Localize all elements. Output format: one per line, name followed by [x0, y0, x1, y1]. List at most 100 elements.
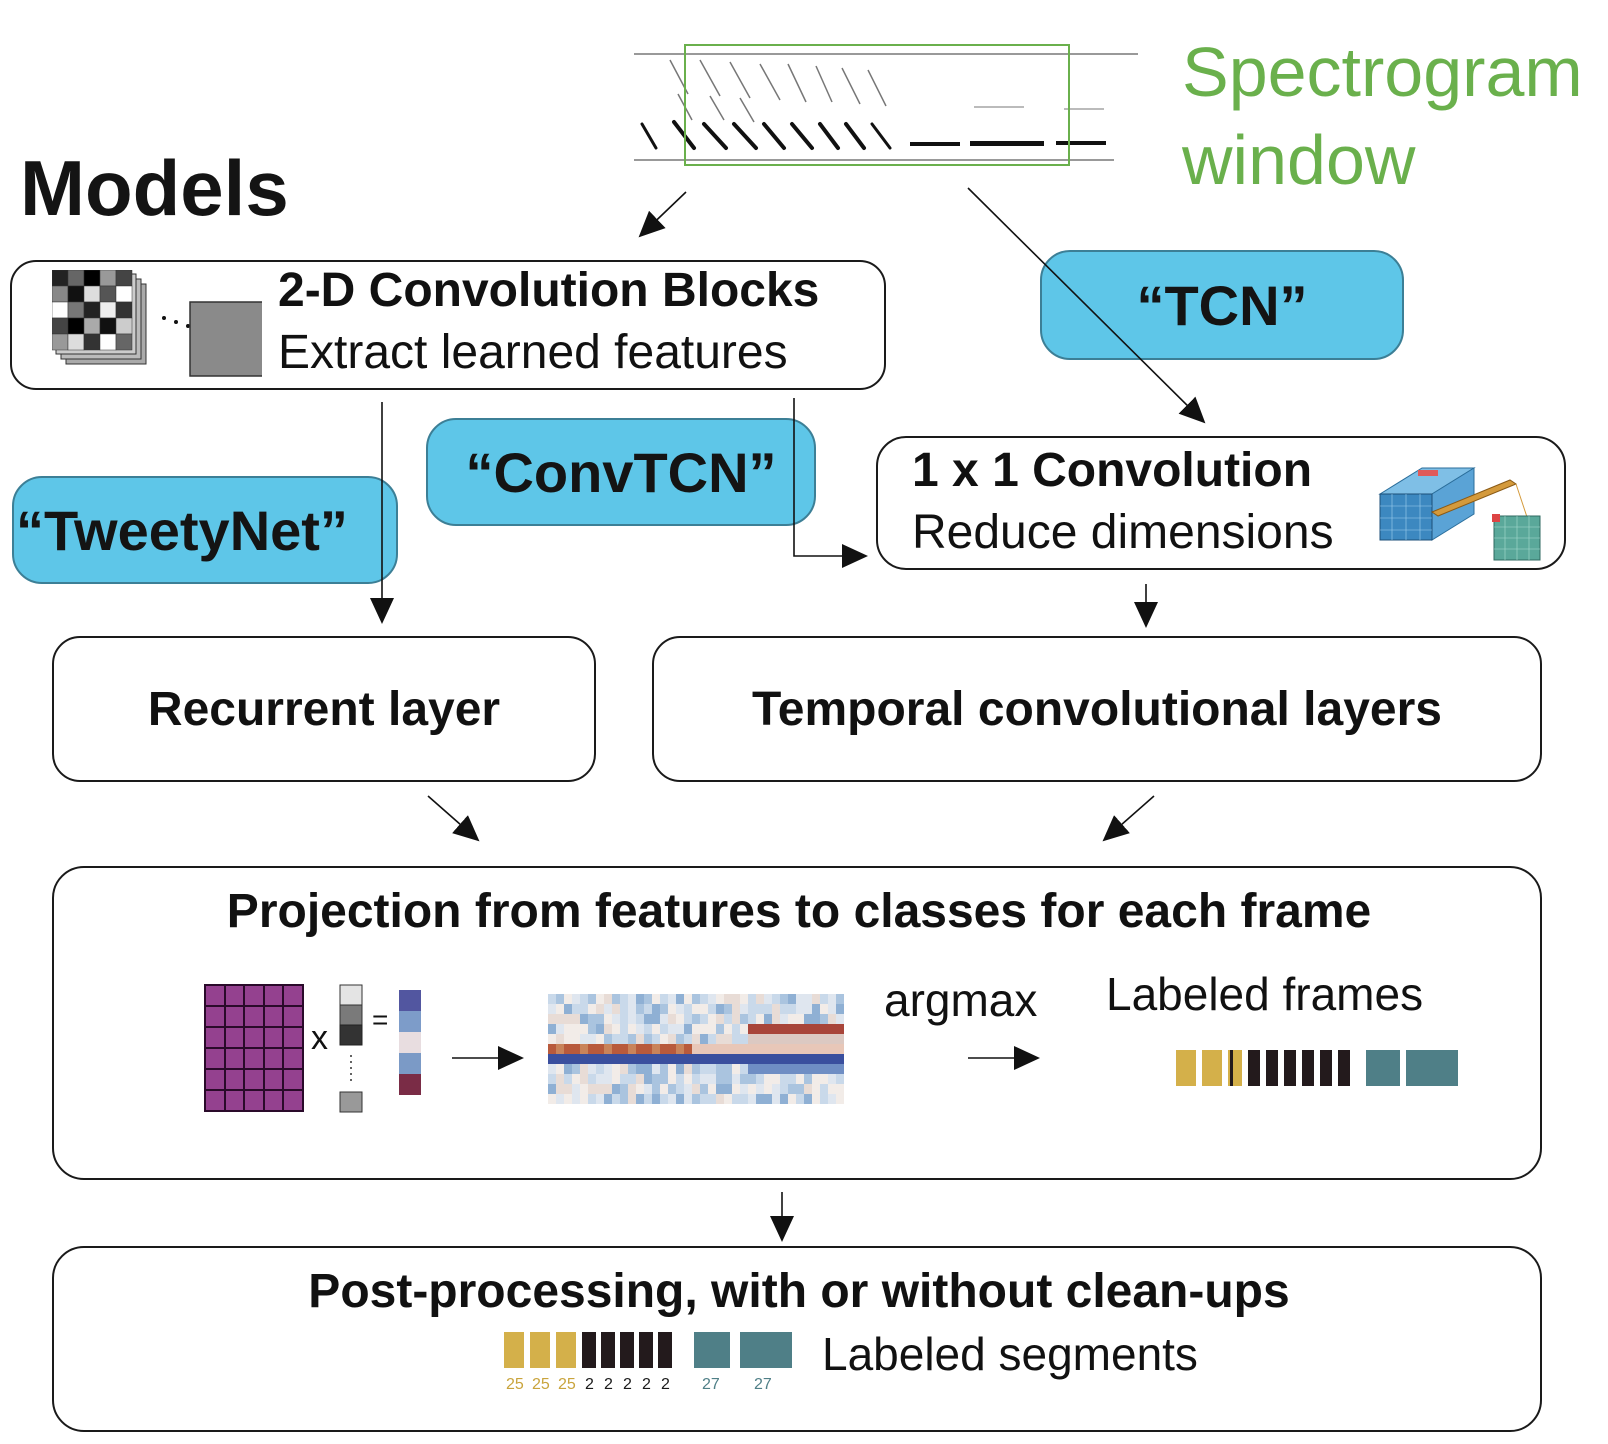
heatmap-cell: [636, 994, 645, 1005]
labeled-segments-bar: [504, 1332, 794, 1372]
heatmap-cell: [756, 1074, 765, 1085]
heatmap-cell: [708, 1094, 717, 1105]
heatmap-cell: [788, 1064, 797, 1075]
heatmap-cell: [636, 1054, 645, 1065]
recurrent-layer-box: Recurrent layer: [52, 636, 596, 782]
heatmap-cell: [756, 994, 765, 1005]
heatmap-cell: [836, 1034, 845, 1045]
heatmap-cell: [604, 1004, 613, 1015]
heatmap-cell: [564, 1044, 573, 1055]
tweetynet-label: “TweetyNet”: [12, 476, 398, 584]
heatmap-cell: [572, 1034, 581, 1045]
conv2d-box: 2-D Convolution Blocks Extract learned f…: [10, 260, 886, 390]
heatmap-cell: [692, 1074, 701, 1085]
heatmap-cell: [612, 994, 621, 1005]
heatmap-cell: [604, 1024, 613, 1035]
heatmap-cell: [732, 1034, 741, 1045]
heatmap-cell: [564, 994, 573, 1005]
heatmap-cell: [716, 1074, 725, 1085]
heatmap-cell: [556, 1074, 565, 1085]
heatmap-cell: [748, 1044, 757, 1055]
heatmap-cell: [580, 1054, 589, 1065]
heatmap-cell: [724, 1044, 733, 1055]
heatmap-cell: [724, 1054, 733, 1065]
segment-label: 2: [642, 1376, 651, 1393]
heatmap-cell: [740, 1044, 749, 1055]
heatmap-cell: [676, 1094, 685, 1105]
heatmap-cell: [828, 1014, 837, 1025]
heatmap-cell: [668, 1074, 677, 1085]
spectrogram-window-box: [684, 44, 1070, 166]
heatmap-cell: [724, 994, 733, 1005]
heatmap-cell: [692, 1014, 701, 1025]
heatmap-cell: [612, 1054, 621, 1065]
heatmap-cell: [548, 1024, 557, 1035]
heatmap-cell: [660, 1094, 669, 1105]
heatmap-cell: [636, 1064, 645, 1075]
temporal-conv-box: Temporal convolutional layers: [652, 636, 1542, 782]
heatmap-cell: [764, 1084, 773, 1095]
heatmap-cell: [668, 1094, 677, 1105]
heatmap-cell: [780, 994, 789, 1005]
projection-title: Projection from features to classes for …: [226, 885, 1372, 938]
heatmap-cell: [796, 1034, 805, 1045]
heatmap-cell: [564, 1074, 573, 1085]
heatmap-cell: [660, 1014, 669, 1025]
heatmap-cell: [572, 1014, 581, 1025]
heatmap-cell: [620, 1044, 629, 1055]
heatmap-cell: [628, 1084, 637, 1095]
heatmap-cell: [620, 1074, 629, 1085]
heatmap-cell: [644, 1004, 653, 1015]
heatmap-cell: [652, 1054, 661, 1065]
heatmap-cell: [628, 1064, 637, 1075]
heatmap-cell: [756, 1034, 765, 1045]
heatmap-cell: [772, 1034, 781, 1045]
heatmap-cell: [836, 1054, 845, 1065]
heatmap-cell: [628, 1014, 637, 1025]
heatmap-cell: [652, 1024, 661, 1035]
heatmap-cell: [604, 1074, 613, 1085]
heatmap-cell: [772, 1064, 781, 1075]
heatmap-cell: [572, 1074, 581, 1085]
heatmap-cell: [764, 1064, 773, 1075]
heatmap-cell: [580, 1094, 589, 1105]
heatmap-cell: [700, 1064, 709, 1075]
heatmap-cell: [732, 1074, 741, 1085]
heatmap-cell: [788, 1094, 797, 1105]
heatmap-cell: [764, 1024, 773, 1035]
heatmap-cell: [572, 1004, 581, 1015]
heatmap-cell: [612, 1024, 621, 1035]
segment-label: 2: [623, 1376, 632, 1393]
heatmap-cell: [588, 1004, 597, 1015]
heatmap-cell: [780, 1044, 789, 1055]
heatmap-cell: [716, 1094, 725, 1105]
heatmap-cell: [548, 1074, 557, 1085]
heatmap-cell: [812, 1084, 821, 1095]
conv1x1-subtitle: Reduce dimensions: [912, 506, 1334, 559]
heatmap-cell: [548, 1044, 557, 1055]
heatmap-cell: [636, 1034, 645, 1045]
heatmap-cell: [580, 1014, 589, 1025]
heatmap-cell: [820, 1074, 829, 1085]
heatmap-cell: [636, 1014, 645, 1025]
heatmap-cell: [764, 1004, 773, 1015]
heatmap-cell: [588, 1014, 597, 1025]
heatmap-cell: [708, 994, 717, 1005]
heatmap-cell: [588, 1024, 597, 1035]
argmax-label: argmax: [884, 974, 1038, 1026]
heatmap-cell: [548, 1094, 557, 1105]
heatmap-cell: [548, 1084, 557, 1095]
heatmap-cell: [588, 1074, 597, 1085]
heatmap-cell: [580, 1064, 589, 1075]
labeled-frames-label: Labeled frames: [1106, 968, 1424, 1020]
heatmap-cell: [556, 1014, 565, 1025]
heatmap-cell: [692, 1004, 701, 1015]
tcn-label: “TCN”: [1040, 250, 1404, 360]
heatmap-cell: [668, 1024, 677, 1035]
heatmap-cell: [628, 1054, 637, 1065]
heatmap-cell: [628, 1004, 637, 1015]
heatmap-cell: [700, 1004, 709, 1015]
heatmap-cell: [796, 1054, 805, 1065]
conv2d-subtitle: Extract learned features: [278, 326, 788, 379]
heatmap-cell: [708, 1084, 717, 1095]
